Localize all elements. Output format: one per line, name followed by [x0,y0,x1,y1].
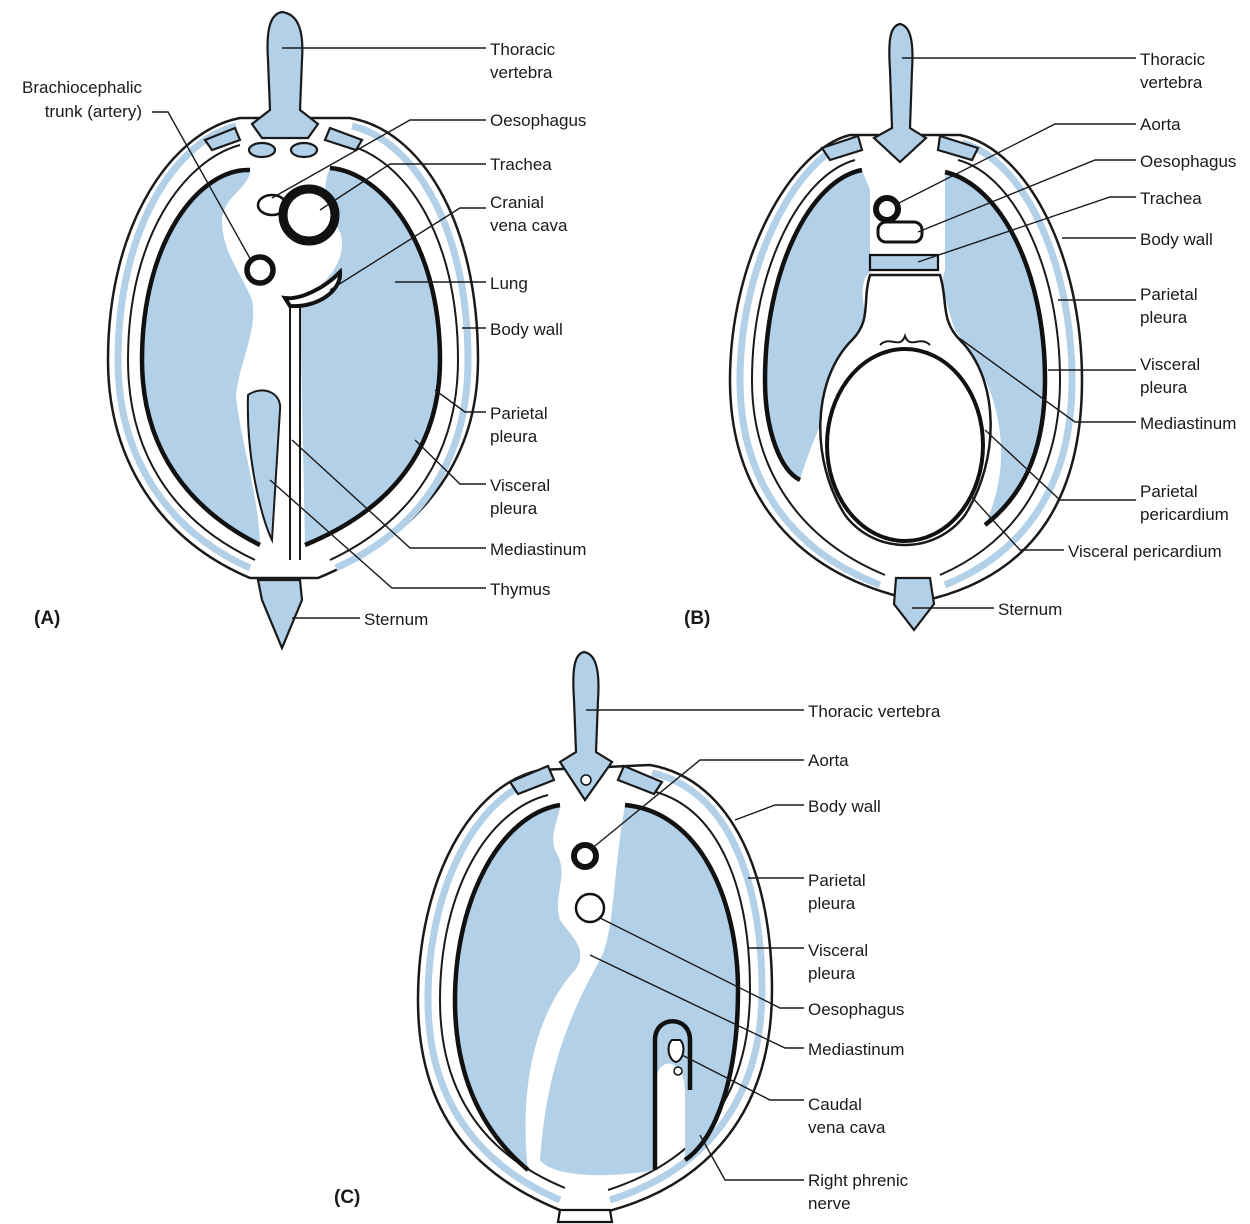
panel-c-sternum [558,1210,612,1222]
panel-a-label-mediastinum: Mediastinum [490,540,586,559]
panel-a-label-lung: Lung [490,274,528,293]
panel-b-label-parietal-pleura-1: Parietal [1140,285,1198,304]
panel-a-label-visceral-pleura-1: Visceral [490,476,550,495]
panel-b-label-parietal-pleura-2: pleura [1140,308,1188,327]
panel-a-vertebra-process-right [291,143,317,157]
panel-b-label-thoracic-vertebra-1: Thoracic [1140,50,1206,69]
panel-c-oesophagus [576,894,604,922]
panel-b-label-aorta: Aorta [1140,115,1181,134]
panel-a-label-visceral-pleura-2: pleura [490,499,538,518]
panel-c-label-oesophagus: Oesophagus [808,1000,904,1019]
panel-c-label-right-phrenic-nerve-2: nerve [808,1194,851,1213]
panel-b-label-body-wall: Body wall [1140,230,1213,249]
panel-a-label-trachea: Trachea [490,155,552,174]
panel-b-thoracic-vertebra [874,24,926,162]
panel-c: Thoracic vertebra Aorta Body wall Pariet… [334,652,941,1222]
panel-a-sternum [258,580,302,648]
panel-b-aorta [876,198,898,220]
panel-c-vertebral-canal [581,775,591,785]
panel-a-trachea [283,189,335,241]
panel-c-label-right-phrenic-nerve-1: Right phrenic [808,1171,909,1190]
panel-b-sternum [894,578,934,630]
panel-b-label-visceral-pleura-2: pleura [1140,378,1188,397]
panel-a-label-brachiocephalic-2: trunk (artery) [45,102,142,121]
panel-a: Thoracic vertebra Brachiocephalic trunk … [22,12,586,648]
panel-b-label-visceral-pericardium: Visceral pericardium [1068,542,1222,561]
panel-b-label-parietal-pericardium-2: pericardium [1140,505,1229,524]
panel-b-tag: (B) [684,608,710,629]
panel-a-label-parietal-pleura-1: Parietal [490,404,548,423]
panel-c-right-phrenic-nerve [674,1067,682,1075]
panel-b-oesophagus [878,222,922,242]
panel-b-label-sternum: Sternum [998,600,1062,619]
panel-a-label-thoracic-vertebra-1: Thoracic [490,40,556,59]
panel-c-label-caudal-vena-cava-2: vena cava [808,1118,886,1137]
panel-b-label-mediastinum: Mediastinum [1140,414,1236,433]
panel-c-caudal-vena-cava [669,1040,684,1062]
panel-c-label-mediastinum: Mediastinum [808,1040,904,1059]
panel-c-label-visceral-pleura-1: Visceral [808,941,868,960]
panel-c-label-body-wall: Body wall [808,797,881,816]
panel-b-label-trachea: Trachea [1140,189,1202,208]
panel-a-label-body-wall: Body wall [490,320,563,339]
panel-c-label-visceral-pleura-2: pleura [808,964,856,983]
panel-b-heart [827,349,983,541]
panel-b-label-oesophagus: Oesophagus [1140,152,1236,171]
panel-b-trachea [870,255,938,270]
panel-b-label-parietal-pericardium-1: Parietal [1140,482,1198,501]
panel-c-label-parietal-pleura-1: Parietal [808,871,866,890]
panel-a-thoracic-vertebra [252,12,318,138]
panel-b-label-visceral-pleura-1: Visceral [1140,355,1200,374]
panel-a-label-oesophagus: Oesophagus [490,111,586,130]
panel-a-label-cranial-vena-cava-1: Cranial [490,193,544,212]
panel-a-label-thoracic-vertebra-2: vertebra [490,63,553,82]
panel-a-label-brachiocephalic-1: Brachiocephalic [22,78,143,97]
panel-a-label-parietal-pleura-2: pleura [490,427,538,446]
panel-b: Thoracic vertebra Aorta Oesophagus Trach… [684,24,1236,630]
panel-c-label-parietal-pleura-2: pleura [808,894,856,913]
panel-a-label-thymus: Thymus [490,580,550,599]
panel-a-label-sternum: Sternum [364,610,428,629]
panel-a-tag: (A) [34,608,60,629]
panel-a-label-cranial-vena-cava-2: vena cava [490,216,568,235]
panel-c-tag: (C) [334,1187,360,1208]
panel-c-label-aorta: Aorta [808,751,849,770]
panel-c-label-caudal-vena-cava-1: Caudal [808,1095,862,1114]
panel-a-vertebra-process-left [249,143,275,157]
panel-b-label-thoracic-vertebra-2: vertebra [1140,73,1203,92]
panel-c-label-thoracic-vertebra: Thoracic vertebra [808,702,941,721]
